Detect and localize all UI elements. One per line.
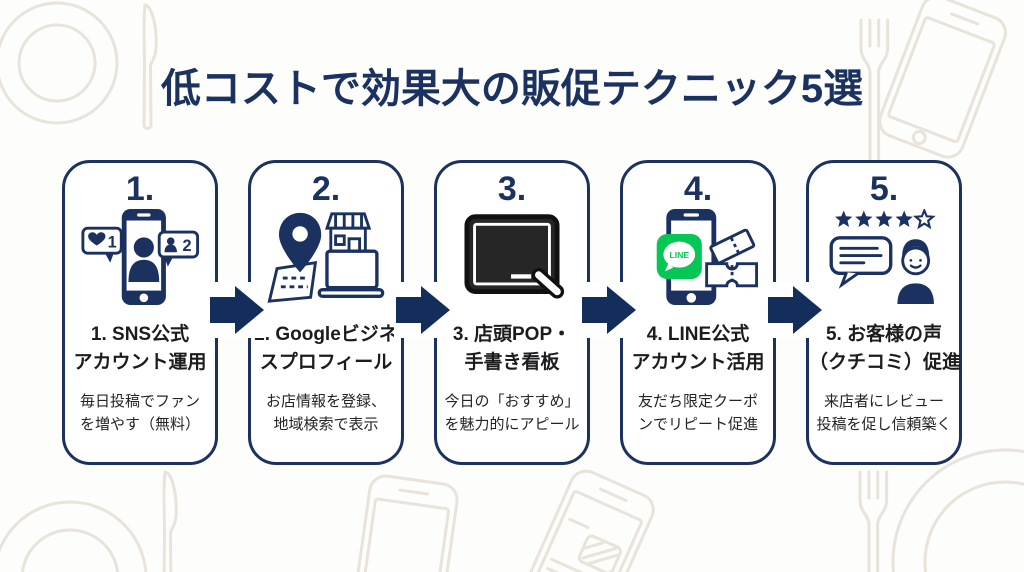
flow-arrow [580, 282, 638, 338]
step-title-line: 1. SNS公式 [90, 324, 190, 345]
step-card-3: 3. 3. 店頭POP・ 手書き看板 今日の「おすすめ」 を魅力的にアピール [434, 160, 590, 465]
chalk-line [511, 274, 532, 279]
map-pin-icon [278, 212, 322, 273]
star-icon [895, 210, 913, 227]
star-icon [855, 210, 873, 227]
shirt [897, 283, 934, 305]
ticket-icon [705, 228, 758, 288]
follower-count: 2 [183, 237, 192, 255]
arrow-right-icon [768, 286, 822, 334]
flow-arrow [208, 282, 266, 338]
step-number: 4. [683, 170, 713, 208]
person-silhouette-icon [128, 237, 160, 282]
step-number: 2. [311, 170, 341, 208]
plate-icon [0, 500, 148, 572]
star-rating-icon [835, 209, 935, 228]
line-smartphone-graphic: LINE [656, 209, 758, 305]
flow-arrow [394, 282, 452, 338]
speech-bubble-icon [829, 236, 893, 289]
step-desc-line: 投稿を促し信頼築く [816, 416, 952, 433]
knife-icon [162, 470, 178, 572]
step-desc-line: お店情報を登録、 [265, 393, 386, 410]
step-desc-line: 地域検索で表示 [273, 416, 379, 433]
google-business-graphic [267, 212, 385, 303]
step-number: 3. [497, 170, 527, 208]
step-card-4: 4. LINE [620, 160, 776, 465]
smartphone-outline-icon [516, 464, 660, 572]
laptop-icon [317, 249, 385, 299]
star-icon [875, 210, 893, 227]
chalk-stick-icon [531, 267, 565, 299]
step-desc-line: 来店者にレビュー [823, 393, 944, 410]
plate-icon [891, 448, 1024, 572]
step-title-line: スプロフィール [259, 352, 393, 373]
star-icon [835, 210, 853, 227]
line-smartphone-icon: LINE [623, 209, 773, 305]
arrow-right-icon [396, 286, 450, 334]
arrow-right-icon [582, 286, 636, 334]
storefront-icon [324, 212, 372, 257]
step-card-5: 5. [806, 160, 962, 465]
heart-icon [88, 232, 106, 246]
customer-review-graphic [829, 209, 935, 305]
like-count: 1 [108, 233, 117, 251]
step-title-line: 2. Googleビジネ [254, 324, 398, 345]
step-title-line: （クチコミ）促進 [809, 352, 962, 373]
flow-arrow [766, 282, 824, 338]
step-number: 5. [869, 170, 899, 208]
like-bubble-icon: 1 [81, 226, 123, 263]
follower-bubble-icon: 2 [157, 230, 200, 267]
step-title-line: アカウント活用 [631, 352, 765, 373]
plate-icon [0, 1, 119, 125]
step-title-line: 5. お客様の声 [825, 324, 943, 345]
line-label: LINE [669, 250, 689, 260]
step-title-line: 手書き看板 [464, 352, 560, 373]
customer-avatar [897, 239, 934, 305]
step-desc-line: を増やす（無料） [79, 416, 200, 433]
fork-icon [858, 470, 889, 572]
page-title: 低コストで効果大の販促テクニック5選 [160, 67, 864, 111]
step-desc-line: 毎日投稿でファン [79, 393, 200, 410]
sns-smartphone-graphic: 1 2 [81, 209, 200, 305]
google-business-icon [251, 209, 401, 305]
line-app-icon: LINE [656, 233, 702, 280]
step-desc-line: を魅力的にアピール [444, 416, 580, 433]
customer-review-icon [809, 209, 959, 305]
arrow-right-icon [210, 286, 264, 334]
hair [902, 239, 930, 260]
step-desc-line: 友だち限定クーポ [637, 393, 758, 410]
smartphone-outline-icon [349, 472, 461, 572]
step-card-1: 1. 1 2 [62, 160, 218, 465]
step-title-line: 4. LINE公式 [646, 324, 750, 345]
step-card-2: 2. 2. Googleビジネ スプ [248, 160, 404, 465]
step-desc-line: ンでリピート促進 [637, 416, 758, 433]
step-desc-line: 今日の「おすすめ」 [444, 393, 580, 410]
person-icon [164, 244, 177, 253]
step-number: 1. [125, 170, 155, 208]
step-title-line: アカウント運用 [73, 352, 207, 373]
blackboard-pop-icon [437, 209, 587, 305]
map-icon [267, 261, 318, 303]
star-outline-icon [914, 209, 935, 228]
step-title-line: 3. 店頭POP・ [452, 324, 572, 345]
sns-smartphone-icon: 1 2 [65, 209, 215, 305]
blackboard-graphic [464, 214, 565, 299]
